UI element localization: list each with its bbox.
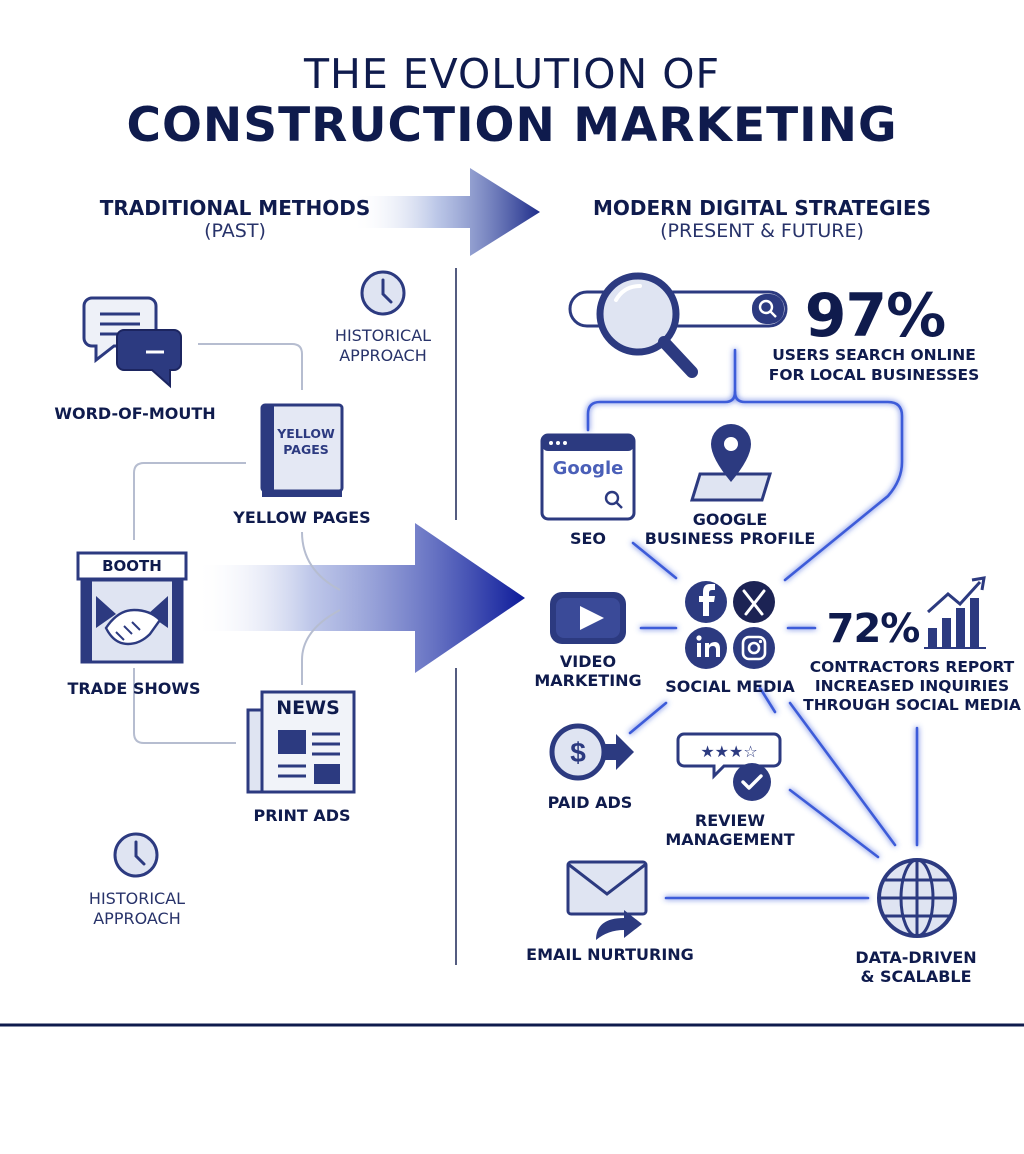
yellow-pages-book-icon (260, 403, 344, 497)
data-driven-label-2: & SCALABLE (860, 967, 972, 986)
facebook-icon (685, 581, 727, 623)
trade-shows-label: TRADE SHOWS (67, 679, 201, 698)
traditional-heading: TRADITIONAL METHODS (99, 196, 371, 220)
word-of-mouth-label: WORD-OF-MOUTH (54, 404, 216, 423)
social-stat-caption-3: THROUGH SOCIAL MEDIA (803, 696, 1021, 714)
linkedin-icon (685, 627, 727, 669)
search-stat-value: 97% (804, 281, 947, 351)
review-label-2: MANAGEMENT (665, 830, 795, 849)
traditional-subheading: (PAST) (204, 220, 266, 242)
top-transition-arrow (352, 168, 540, 256)
globe-icon (877, 858, 957, 938)
review-stars-icon: ★★★☆ (676, 732, 782, 801)
digital-connectors (586, 348, 919, 900)
svg-text:★★★☆: ★★★☆ (700, 742, 757, 761)
svg-text:$: $ (570, 737, 586, 768)
instagram-icon (733, 627, 775, 669)
video-label-1: VIDEO (559, 652, 617, 671)
video-label-2: MARKETING (534, 671, 642, 690)
speech-bubbles-icon (82, 296, 182, 389)
modern-heading: MODERN DIGITAL STRATEGIES (592, 196, 932, 220)
yellow-pages-label: YELLOW PAGES (233, 508, 371, 527)
gbp-label-2: BUSINESS PROFILE (644, 529, 816, 548)
newspaper-icon (246, 690, 356, 794)
map-pin-icon (689, 424, 773, 502)
social-stat-caption-1: CONTRACTORS REPORT (809, 658, 1015, 676)
gbp-label-1: GOOGLE (692, 510, 768, 529)
traditional-connectors (133, 343, 341, 744)
trade-show-booth-icon (76, 551, 188, 664)
browser-window-icon (540, 433, 636, 521)
clock-icon (113, 832, 159, 878)
magnifier-icon (596, 272, 698, 378)
social-media-label: SOCIAL MEDIA (665, 677, 795, 696)
yellow-pages-book-text: YELLOW PAGES (277, 426, 335, 457)
title-line-2: CONSTRUCTION MARKETING (126, 98, 898, 153)
search-stat-caption-2: FOR LOCAL BUSINESSES (768, 366, 980, 384)
social-stat-caption-2: INCREASED INQUIRIES (814, 677, 1010, 695)
modern-subheading: (PRESENT & FUTURE) (660, 220, 864, 242)
title-line-1: THE EVOLUTION OF (303, 50, 721, 98)
bar-chart-growth-icon (924, 576, 986, 649)
clock-icon (360, 270, 406, 316)
historical-approach-label: HISTORICAL APPROACH (334, 326, 432, 365)
center-transition-arrow (195, 523, 525, 673)
social-stat-value: 72% (826, 606, 921, 652)
paid-ads-label: PAID ADS (547, 793, 633, 812)
historical-approach-label: HISTORICAL APPROACH (88, 889, 186, 928)
review-label-1: REVIEW (694, 811, 766, 830)
google-wordmark: Google (552, 458, 624, 479)
search-stat-caption-1: USERS SEARCH ONLINE (772, 346, 976, 364)
dollar-coin-icon: $ (549, 723, 634, 781)
newspaper-masthead: NEWS (276, 697, 340, 719)
video-play-icon (550, 592, 626, 644)
email-nurturing-label: EMAIL NURTURING (526, 945, 694, 964)
x-icon (733, 581, 775, 623)
data-driven-label-1: DATA-DRIVEN (855, 948, 977, 967)
print-ads-label: PRINT ADS (253, 806, 351, 825)
email-envelope-icon (566, 860, 648, 940)
booth-sign: BOOTH (102, 557, 162, 575)
seo-label: SEO (569, 529, 607, 548)
